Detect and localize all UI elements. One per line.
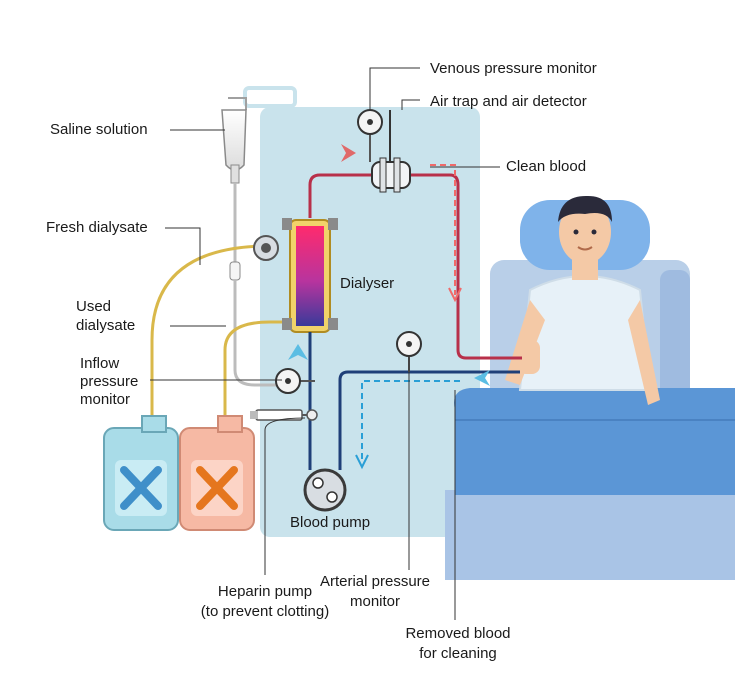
label-inflow-line2: pressure: [80, 373, 139, 390]
fresh-cross-icon: [120, 466, 162, 510]
label-air-trap-detector: Air trap and air detector: [430, 93, 587, 110]
label-heparin-line1: Heparin pump: [217, 583, 313, 600]
blood-pump: [303, 468, 347, 512]
removed-blood-arrow-head: [355, 454, 369, 470]
label-removed-line2: for cleaning: [419, 645, 497, 662]
label-inflow-line1: Inflow: [80, 355, 120, 372]
fresh-dialysate-container: [103, 415, 179, 531]
dialyser-inflow-arrow-icon: [288, 344, 308, 360]
clean-blood-arrow-head: [448, 287, 462, 303]
dialyser: [253, 218, 338, 333]
dialysate-tubes: [150, 244, 290, 420]
patient: [505, 195, 660, 405]
venous-pressure-gauge-icon: [357, 109, 383, 162]
dirty-blood-line: [308, 332, 520, 470]
dialysis-machine-panel: [260, 107, 480, 537]
label-dialyser: Dialyser: [340, 275, 395, 292]
label-inflow-line3: monitor: [80, 391, 131, 408]
leader-lines: [150, 67, 500, 620]
used-cross-icon: [196, 466, 238, 510]
saline-bag: [221, 97, 292, 387]
label-arterial-line2: monitor: [349, 593, 401, 610]
label-blood-pump: Blood pump: [290, 514, 371, 531]
used-dialysate-container: [179, 415, 255, 531]
label-used-line2: dialysate: [76, 317, 136, 334]
patient-outflow-arrow-icon: [474, 370, 490, 386]
label-heparin-line2: (to prevent clotting): [200, 603, 330, 620]
clean-blood-line: [308, 173, 522, 360]
label-clean-blood: Clean blood: [506, 158, 587, 175]
label-fresh-dialysate: Fresh dialysate: [46, 219, 148, 236]
inflow-pressure-gauge-icon: [275, 368, 315, 394]
removed-blood-arrow: [361, 380, 460, 462]
label-used-line1: Used: [76, 298, 112, 315]
label-saline-solution: Saline solution: [50, 121, 148, 138]
clean-blood-arrow: [430, 164, 456, 295]
label-venous-pressure-monitor: Venous pressure monitor: [430, 60, 597, 77]
venous-flow-arrow-icon: [341, 144, 356, 162]
air-trap-detector: [371, 110, 411, 193]
label-arterial-line1: Arterial pressure: [319, 573, 431, 590]
machine-top-bracket: [243, 86, 297, 108]
label-removed-line1: Removed blood: [405, 625, 511, 642]
